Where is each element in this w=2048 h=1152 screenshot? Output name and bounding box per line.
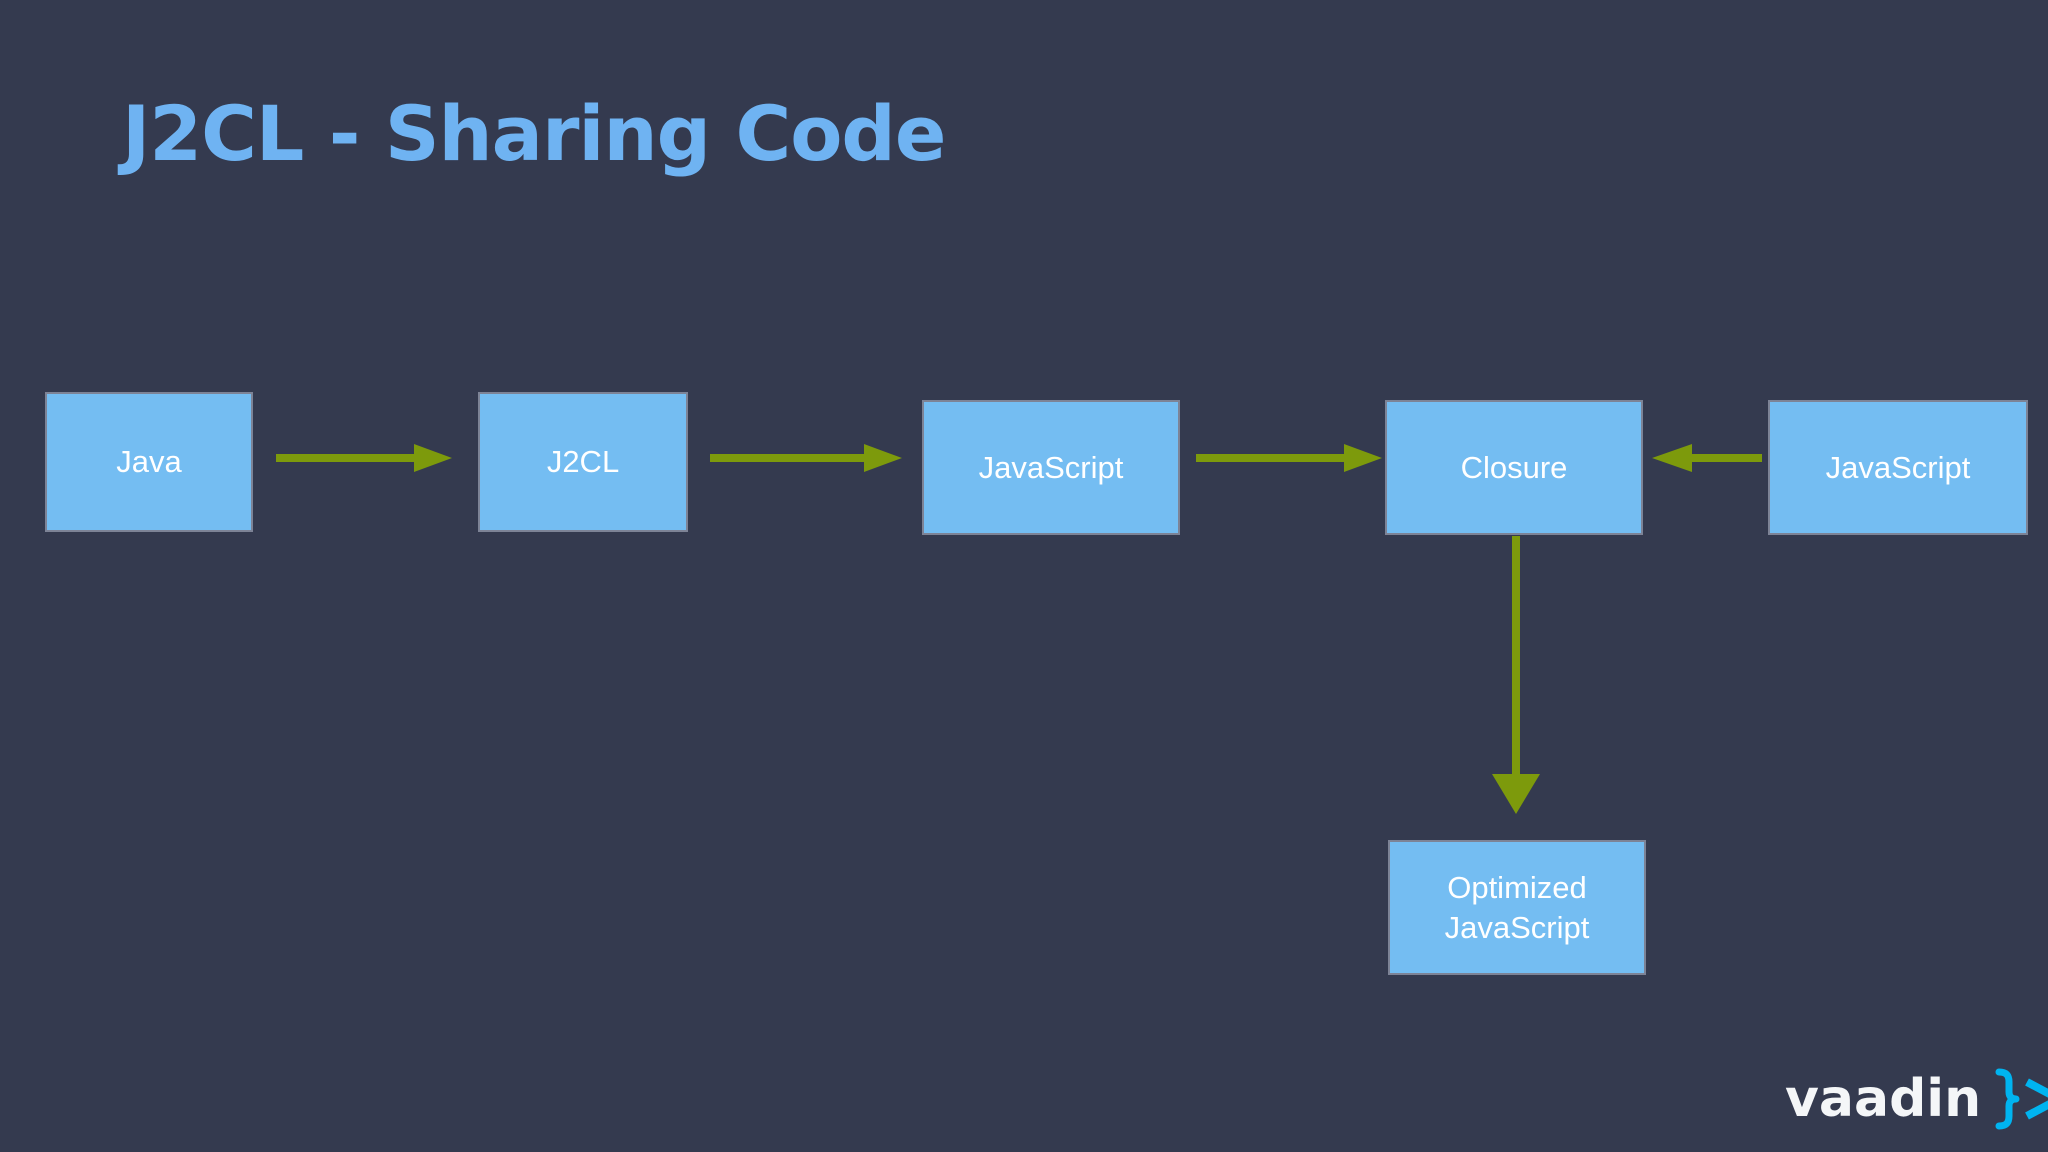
arrow-javascript-to-closure	[1196, 440, 1382, 476]
node-j2cl-label: J2CL	[546, 444, 620, 480]
node-closure-label: Closure	[1460, 449, 1568, 485]
node-optimized-javascript-label: Optimized JavaScript	[1444, 869, 1590, 945]
node-closure[interactable]: Closure	[1385, 400, 1643, 535]
node-java[interactable]: Java	[45, 392, 253, 532]
arrow-closure-to-optimized-javascript	[1484, 536, 1548, 816]
vaadin-bracket-arrow-icon	[1993, 1068, 2048, 1130]
arrow-j2cl-to-javascript	[710, 440, 902, 476]
node-javascript-label: JavaScript	[978, 449, 1124, 485]
vaadin-wordmark: vaadin	[1785, 1069, 1982, 1129]
node-optimized-javascript[interactable]: Optimized JavaScript	[1388, 840, 1646, 975]
node-javascript[interactable]: JavaScript	[922, 400, 1180, 535]
vaadin-logo: vaadin	[1785, 1068, 2048, 1130]
node-javascript-right-label: JavaScript	[1825, 449, 1971, 485]
arrow-javascript-right-to-closure	[1652, 440, 1762, 476]
arrow-java-to-j2cl	[276, 440, 452, 476]
node-java-label: Java	[116, 444, 182, 480]
node-j2cl[interactable]: J2CL	[478, 392, 688, 532]
page-title: J2CL - Sharing Code	[122, 89, 946, 178]
node-javascript-right[interactable]: JavaScript	[1768, 400, 2028, 535]
